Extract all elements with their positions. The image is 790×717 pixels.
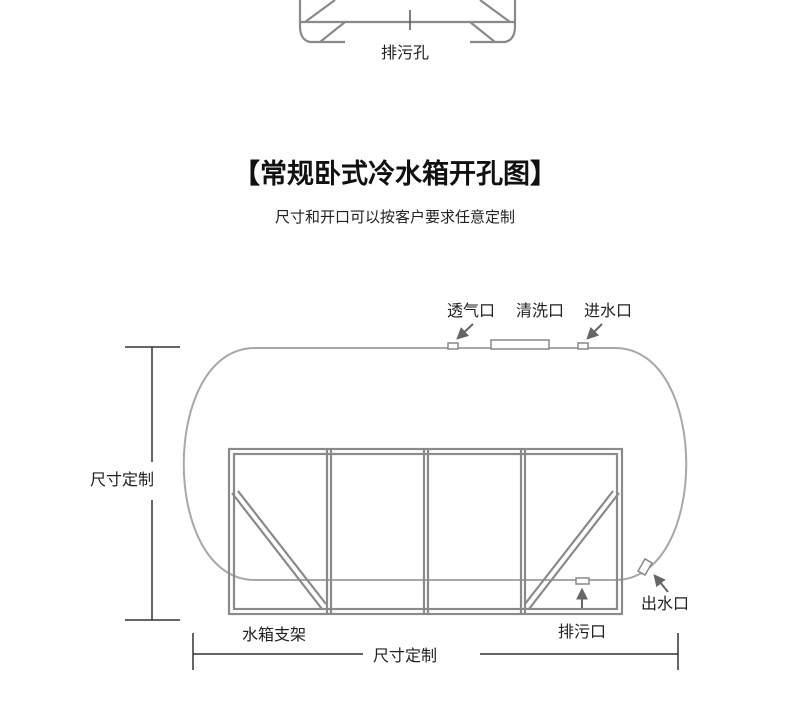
vent-port [447,342,459,350]
outlet-port [637,557,653,577]
outlet-label: 出水口 [641,594,689,613]
top-frame-lines [298,0,517,44]
top-fragment: 排污孔 [298,0,517,62]
height-dim-label: 尺寸定制 [90,470,154,489]
page-subtitle: 尺寸和开口可以按客户要求任意定制 [275,208,515,226]
inlet-port [577,342,589,350]
page-title: 【常规卧式冷水箱开孔图】 [233,158,557,190]
inlet-label: 进水口 [584,301,632,320]
cleaning-port [490,339,550,350]
vent-label: 透气口 [447,301,495,320]
drain-port [575,577,590,585]
cleaning-label: 清洗口 [516,301,564,320]
top-drain-label: 排污孔 [381,43,429,62]
height-dimension [125,346,180,621]
outlet-arrow [653,574,669,593]
width-dim-label: 尺寸定制 [373,646,437,665]
vent-arrow [456,323,474,340]
inlet-arrow [586,323,603,340]
bracket-label: 水箱支架 [242,625,306,644]
tank-body [182,347,688,581]
drain-label: 排污口 [558,622,606,641]
width-dimension [192,633,679,670]
tank-bracket [227,447,624,616]
